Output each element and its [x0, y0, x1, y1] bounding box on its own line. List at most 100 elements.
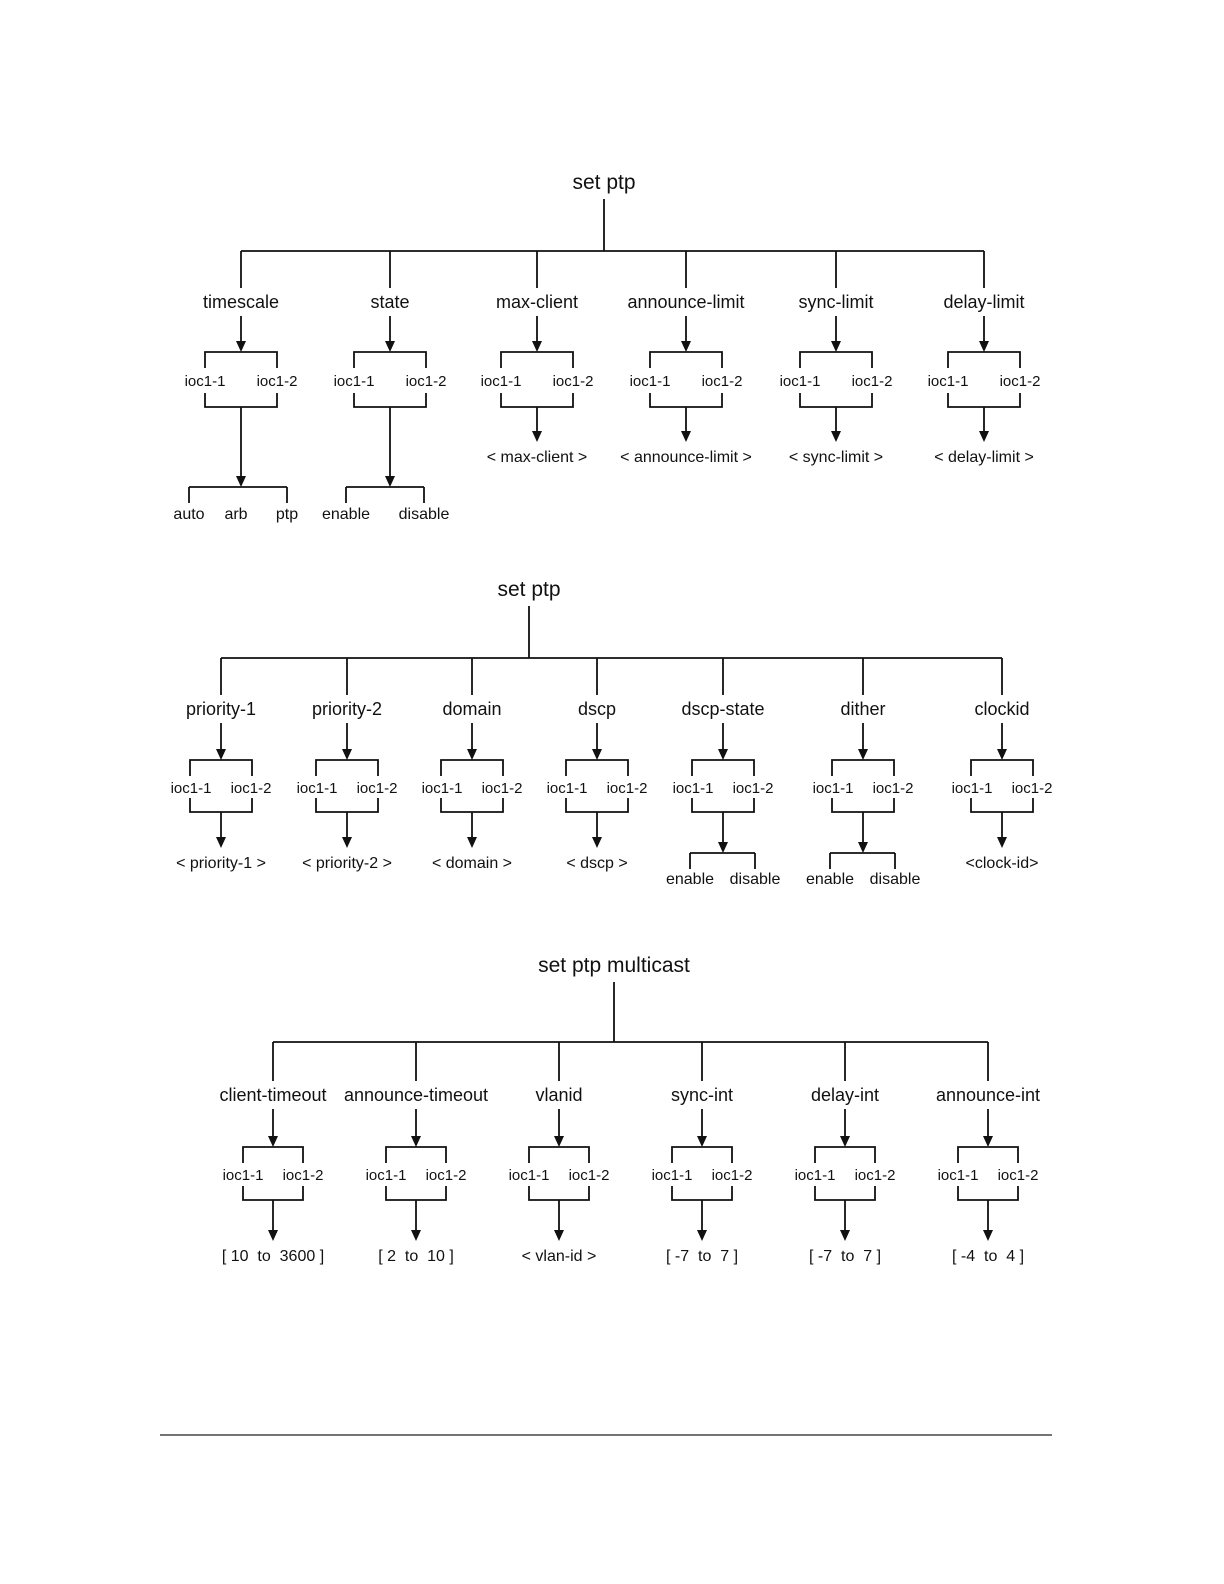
- port-bracket-top: [799, 351, 873, 368]
- arrow-down: [385, 316, 395, 352]
- arrow-down: [216, 723, 226, 760]
- arrow-head: [997, 837, 1007, 848]
- argument-value: [ 2 to 10 ]: [378, 1248, 454, 1265]
- arrow-down: [268, 1200, 278, 1241]
- option-enable: enable: [322, 506, 370, 523]
- branch-label: state: [370, 292, 409, 312]
- port-bracket-bottom: [970, 798, 1034, 813]
- port-option: ioc1-2: [426, 1167, 467, 1184]
- arrow-down: [697, 1109, 707, 1147]
- arrow-head: [411, 1136, 421, 1147]
- port-bracket-bottom: [440, 798, 504, 813]
- port-bracket-bottom: [528, 1186, 590, 1201]
- arrow-head: [532, 431, 542, 442]
- arrow-down: [342, 723, 352, 760]
- branch-label: vlanid: [535, 1085, 582, 1105]
- port-option: ioc1-1: [481, 373, 522, 390]
- arrow-down: [718, 723, 728, 760]
- root-command: set ptp: [497, 578, 560, 601]
- arrow-head: [216, 749, 226, 760]
- port-bracket-bottom: [189, 798, 253, 813]
- arrow-down: [997, 723, 1007, 760]
- port-option: ioc1-1: [547, 780, 588, 797]
- port-bracket-top: [500, 351, 574, 368]
- port-option: ioc1-2: [712, 1167, 753, 1184]
- branch-label: client-timeout: [219, 1085, 326, 1105]
- argument-value: < vlan-id >: [522, 1248, 597, 1265]
- port-bracket-top: [528, 1146, 590, 1163]
- arrow-head: [236, 341, 246, 352]
- argument-value: [ 10 to 3600 ]: [222, 1248, 324, 1265]
- branch-label: dscp: [578, 699, 616, 719]
- arrow-head: [718, 842, 728, 853]
- arrow-head: [697, 1136, 707, 1147]
- arrow-down: [858, 812, 868, 853]
- arrow-head: [554, 1136, 564, 1147]
- arrow-head: [831, 431, 841, 442]
- arrow-head: [342, 837, 352, 848]
- arrow-down: [979, 407, 989, 442]
- port-bracket-bottom: [565, 798, 629, 813]
- option-disable: disable: [870, 871, 921, 888]
- arrow-down: [681, 316, 691, 352]
- arrow-down: [385, 407, 395, 487]
- arrow-down: [554, 1200, 564, 1241]
- port-option: ioc1-1: [509, 1167, 550, 1184]
- port-bracket-bottom: [671, 1186, 733, 1201]
- port-bracket-top: [814, 1146, 876, 1163]
- arrow-head: [385, 341, 395, 352]
- argument-value: < priority-1 >: [176, 855, 266, 872]
- arrow-down: [467, 723, 477, 760]
- port-bracket-bottom: [831, 798, 895, 813]
- arrow-head: [831, 341, 841, 352]
- arrow-down: [268, 1109, 278, 1147]
- option-disable: disable: [399, 506, 450, 523]
- port-option: ioc1-1: [952, 780, 993, 797]
- branch-label: priority-2: [312, 699, 382, 719]
- port-bracket-top: [189, 759, 253, 776]
- arrow-down: [342, 812, 352, 848]
- port-bracket-top: [957, 1146, 1019, 1163]
- arrow-down: [236, 316, 246, 352]
- port-option: ioc1-2: [607, 780, 648, 797]
- port-option: ioc1-2: [852, 373, 893, 390]
- port-bracket-top: [970, 759, 1034, 776]
- port-option: ioc1-2: [702, 373, 743, 390]
- port-option: ioc1-1: [673, 780, 714, 797]
- port-bracket-bottom: [353, 393, 427, 408]
- option-enable: enable: [806, 871, 854, 888]
- command-tree-3: set ptp multicast client-timeout ioc1-1 ioc…: [219, 954, 1040, 1265]
- arrow-head: [268, 1230, 278, 1241]
- port-option: ioc1-1: [334, 373, 375, 390]
- branch-label: domain: [442, 699, 501, 719]
- option-auto: auto: [173, 506, 204, 523]
- option-enable: enable: [666, 871, 714, 888]
- arrow-head: [858, 842, 868, 853]
- arrow-down: [592, 723, 602, 760]
- port-bracket-top: [565, 759, 629, 776]
- arrow-down: [236, 407, 246, 487]
- argument-value: < delay-limit >: [934, 449, 1034, 466]
- arrow-down: [411, 1200, 421, 1241]
- port-bracket-top: [440, 759, 504, 776]
- port-option: ioc1-1: [928, 373, 969, 390]
- port-option: ioc1-1: [185, 373, 226, 390]
- root-command: set ptp multicast: [538, 954, 690, 977]
- arrow-down: [831, 407, 841, 442]
- port-option: ioc1-2: [855, 1167, 896, 1184]
- argument-value: <clock-id>: [966, 855, 1039, 872]
- arrow-head: [268, 1136, 278, 1147]
- port-bracket-bottom: [500, 393, 574, 408]
- branch-label: sync-int: [671, 1085, 733, 1105]
- arrow-head: [592, 837, 602, 848]
- port-option: ioc1-2: [553, 373, 594, 390]
- arrow-down: [681, 407, 691, 442]
- port-bracket-bottom: [385, 1186, 447, 1201]
